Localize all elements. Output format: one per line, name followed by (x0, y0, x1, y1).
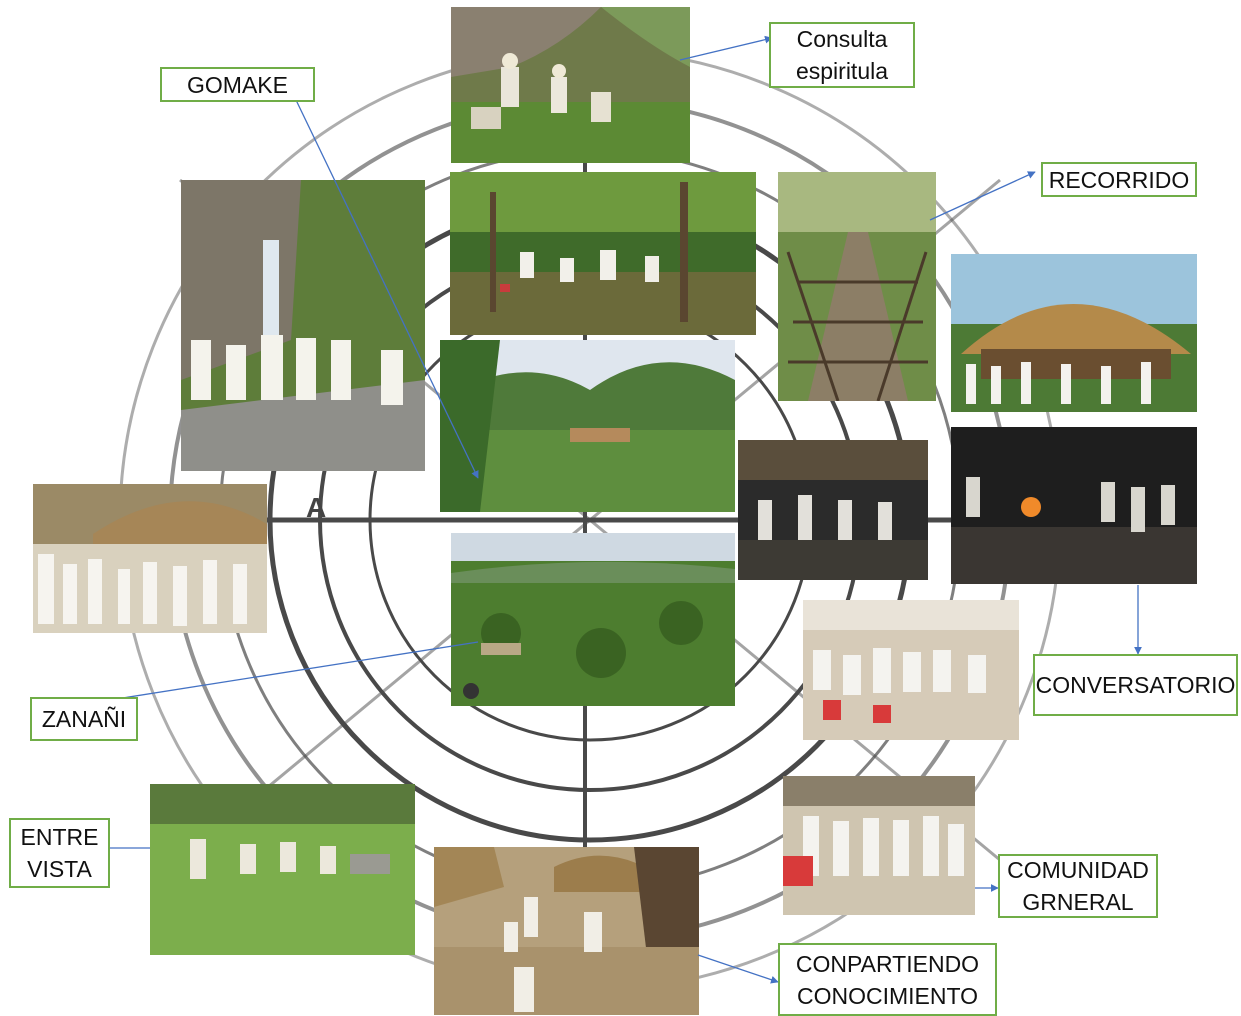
label-recorrido-text: RECORRIDO (1048, 166, 1190, 193)
label-comunidad-line1: COMUNIDAD (1007, 857, 1149, 883)
photo-sharing-knowledge (434, 847, 699, 1015)
label-conpartiendo-line2: CONOCIMIENTO (796, 982, 979, 1009)
photo-bridge-walk (778, 172, 936, 401)
label-gomake: GOMAKE (160, 67, 315, 102)
photo-fire-meeting (951, 427, 1197, 584)
label-comunidad-general: COMUNIDAD GRNERAL (998, 854, 1158, 918)
label-entre-vista: ENTRE VISTA (9, 818, 110, 888)
photo-community-group (783, 776, 975, 915)
photo-assembly-hall (803, 600, 1019, 740)
photo-valley-view (440, 340, 735, 512)
label-conpartiendo-line1: CONPARTIENDO (795, 950, 980, 977)
label-entre-vista-line1: ENTRE (20, 824, 99, 850)
photo-night-circle (738, 440, 928, 580)
photo-aerial-landscape (451, 533, 735, 706)
label-recorrido: RECORRIDO (1041, 162, 1197, 197)
label-conpartiendo-conocimiento: CONPARTIENDO CONOCIMIENTO (778, 943, 997, 1016)
photo-forest-gathering (450, 172, 756, 335)
photo-crowd-village (33, 484, 267, 633)
label-consulta-espiritual: Consulta espiritula (769, 22, 915, 88)
label-zanani-text: ZANAÑI (41, 706, 127, 732)
label-consulta-line2: espiritula (795, 58, 889, 84)
label-zanani: ZANAÑI (30, 697, 138, 741)
label-conversatorio-text: CONVERSATORIO (1035, 672, 1236, 698)
background-letter: A (306, 492, 327, 523)
label-consulta-line1: Consulta (796, 26, 888, 52)
label-conversatorio: CONVERSATORIO (1033, 654, 1238, 716)
photo-waterfall-group (181, 180, 425, 471)
label-gomake-text: GOMAKE (187, 71, 288, 98)
photo-thatched-house (951, 254, 1197, 412)
photo-interview-field (150, 784, 415, 955)
photo-spiritual-consult (451, 7, 690, 163)
label-comunidad-line2: GRNERAL (1022, 889, 1134, 915)
label-entre-vista-line2: VISTA (27, 856, 92, 882)
